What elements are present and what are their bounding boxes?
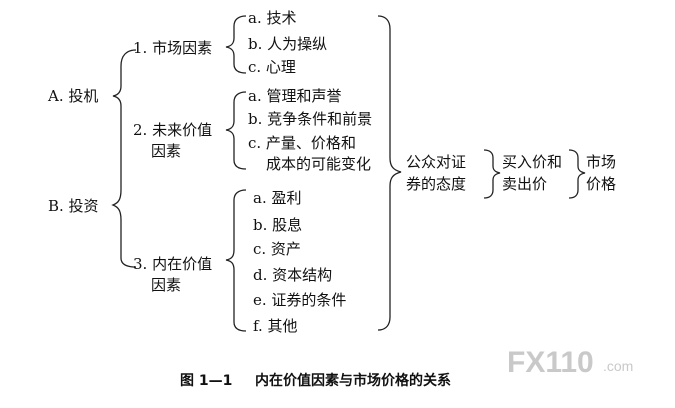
market-item-psychology: c. 心理 xyxy=(248,58,296,76)
future-item-competition: b. 竞争条件和前景 xyxy=(248,110,373,128)
market-price-line2: 价格 xyxy=(586,175,617,193)
watermark-logo: FX110 xyxy=(507,346,594,379)
future-value-label-line1: 2. 未来价值 xyxy=(133,121,213,139)
intrinsic-item-capital-structure: d. 资本结构 xyxy=(253,266,333,284)
figure-number: 图 1—1 xyxy=(180,373,233,389)
brace-intrinsic xyxy=(225,189,247,332)
intrinsic-item-earnings: a. 盈利 xyxy=(253,189,302,207)
bid-ask-line2: 卖出价 xyxy=(502,175,548,193)
brace-outer-left xyxy=(111,49,137,268)
brace-market xyxy=(225,15,247,74)
public-attitude-line2: 券的态度 xyxy=(406,175,467,193)
brace-attitude xyxy=(483,149,501,199)
intrinsic-item-other: f. 其他 xyxy=(253,317,298,335)
market-item-technique: a. 技术 xyxy=(248,9,297,27)
speculation-label: A. 投机 xyxy=(48,87,99,105)
market-price-line1: 市场 xyxy=(586,153,617,171)
market-factors-label: 1. 市场因素 xyxy=(133,39,213,57)
brace-big-right xyxy=(377,15,402,331)
public-attitude-line1: 公众对证 xyxy=(406,153,467,171)
future-item-output-line1: c. 产量、价格和 xyxy=(248,134,356,152)
future-item-management: a. 管理和声誉 xyxy=(248,87,342,105)
intrinsic-item-dividends: b. 股息 xyxy=(253,216,303,234)
intrinsic-item-assets: c. 资产 xyxy=(253,240,301,258)
brace-future xyxy=(225,91,247,170)
market-item-manipulation: b. 人为操纵 xyxy=(248,35,328,53)
intrinsic-value-label-line1: 3. 内在价值 xyxy=(133,255,213,273)
brace-trade xyxy=(568,149,586,199)
watermark-domain: .com xyxy=(603,358,634,374)
bid-ask-line1: 买入价和 xyxy=(502,153,563,171)
investment-label: B. 投资 xyxy=(48,197,99,215)
intrinsic-item-security-terms: e. 证券的条件 xyxy=(253,291,347,309)
figure-title: 内在价值因素与市场价格的关系 xyxy=(255,373,451,389)
intrinsic-value-label-line2: 因素 xyxy=(151,276,182,294)
future-item-output-line2: 成本的可能变化 xyxy=(266,155,372,173)
future-value-label-line2: 因素 xyxy=(151,142,182,160)
